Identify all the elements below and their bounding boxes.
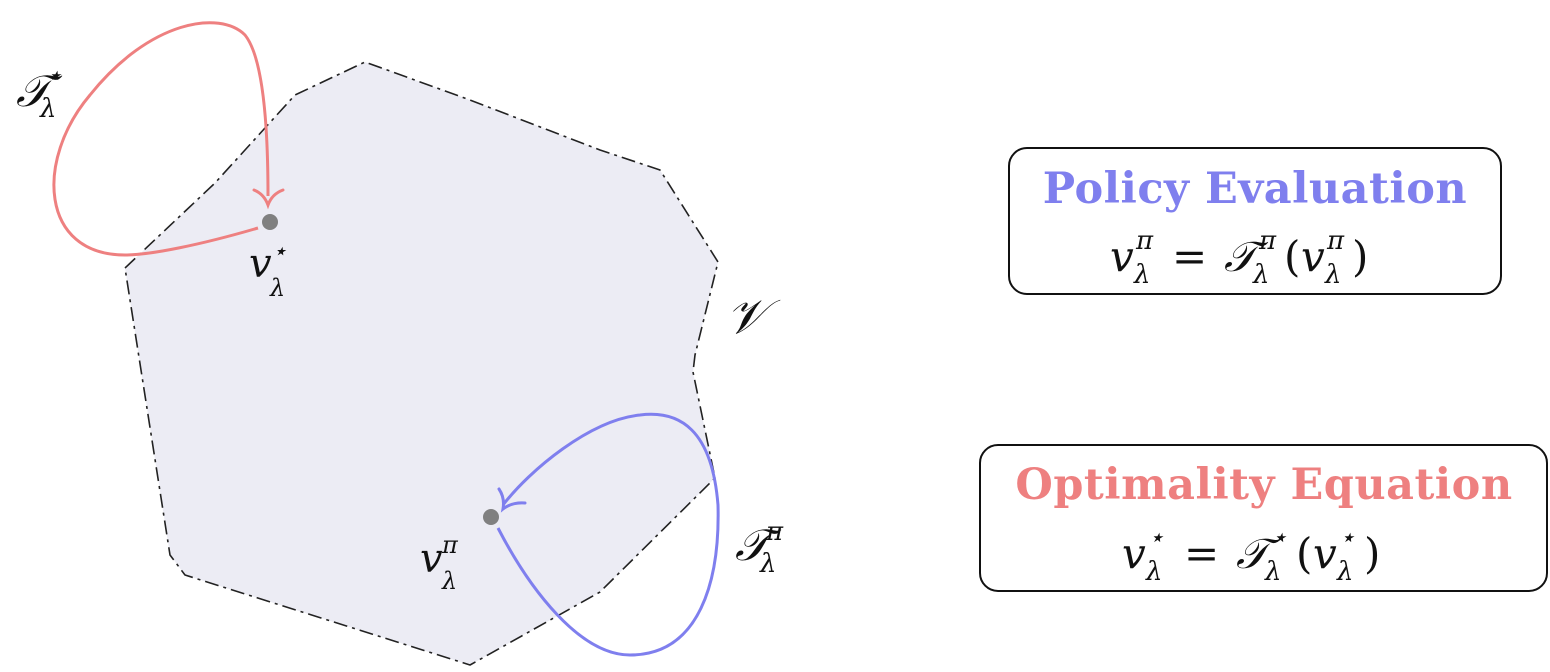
svg-text:π: π <box>765 517 784 547</box>
policy-operator-loop <box>496 412 720 657</box>
svg-text:λ: λ <box>1336 557 1353 587</box>
optimality-equation-title: Optimality Equation <box>1015 460 1512 510</box>
svg-text:λ: λ <box>1264 557 1281 587</box>
svg-text:⋆: ⋆ <box>272 237 287 265</box>
svg-text:v: v <box>1110 232 1134 281</box>
svg-text:v: v <box>249 241 272 287</box>
svg-text:⋆: ⋆ <box>46 61 62 91</box>
svg-text:v: v <box>420 536 443 582</box>
policy-operator-label: 𝒯 π λ <box>735 517 784 579</box>
svg-text:λ: λ <box>269 274 285 302</box>
svg-text:λ: λ <box>1252 260 1269 290</box>
optimal-point-label: v ⋆ λ <box>249 237 287 302</box>
optimal-operator-arrowhead <box>252 188 285 210</box>
svg-text:λ: λ <box>1145 557 1162 587</box>
svg-text:λ: λ <box>441 567 457 595</box>
svg-text:): ) <box>1364 529 1380 578</box>
svg-text:⋆: ⋆ <box>1148 523 1164 553</box>
svg-text:⋆: ⋆ <box>1339 523 1355 553</box>
svg-text:=: = <box>1172 232 1207 281</box>
svg-text:(: ( <box>1284 232 1300 281</box>
svg-text:=: = <box>1184 529 1219 578</box>
optimality-equation-formula: v ⋆ λ = 𝒯 ⋆ λ ( v ⋆ λ ) <box>1122 523 1380 587</box>
svg-text:π: π <box>1326 226 1345 256</box>
policy-operator-arrowhead <box>497 487 527 513</box>
policy-evaluation-title: Policy Evaluation <box>1043 164 1467 214</box>
svg-text:π: π <box>1135 226 1154 256</box>
policy-value-point <box>483 509 499 525</box>
policy-point-label: v π λ <box>420 531 459 595</box>
svg-text:λ: λ <box>39 94 56 124</box>
svg-text:v: v <box>1301 232 1325 281</box>
optimal-value-point <box>262 214 278 230</box>
svg-text:π: π <box>441 531 459 559</box>
svg-text:λ: λ <box>1133 260 1150 290</box>
optimality-equation-box: Optimality Equation v ⋆ λ = 𝒯 ⋆ λ ( v ⋆ … <box>979 444 1548 592</box>
svg-text:⋆: ⋆ <box>1271 523 1287 553</box>
svg-text:v: v <box>1122 529 1146 578</box>
optimal-operator-loop <box>52 21 270 257</box>
policy-evaluation-equation: v π λ = 𝒯 π λ ( v π λ ) <box>1110 226 1368 290</box>
optimal-operator-label: 𝒯 ⋆ λ <box>16 61 63 124</box>
region-label: 𝒱 <box>726 289 781 345</box>
value-function-region <box>124 61 719 666</box>
policy-evaluation-box: Policy Evaluation v π λ = 𝒯 π λ ( v π λ … <box>1008 147 1502 295</box>
svg-text:v: v <box>1313 529 1337 578</box>
svg-text:λ: λ <box>1324 260 1341 290</box>
svg-text:): ) <box>1352 232 1368 281</box>
svg-text:λ: λ <box>759 549 776 579</box>
svg-text:(: ( <box>1296 529 1312 578</box>
svg-text:π: π <box>1258 226 1277 256</box>
